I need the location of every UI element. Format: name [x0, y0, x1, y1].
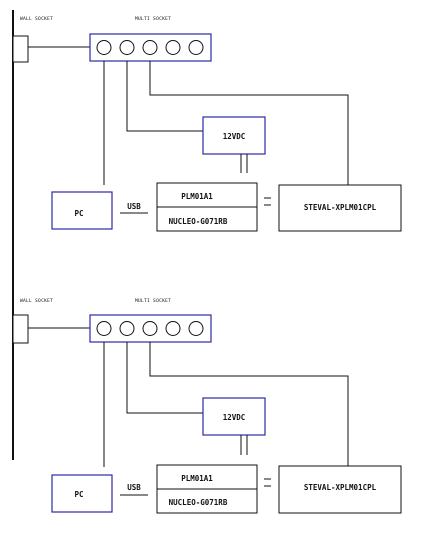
board-bottom-label: NUCLEO-G071RB	[169, 498, 228, 507]
usb-label: USB	[127, 202, 141, 211]
socket-outlet	[119, 40, 135, 55]
socket-outlet	[165, 321, 181, 336]
board-stack: PLM01A1 NUCLEO-G071RB	[156, 464, 258, 514]
psu-label: 12VDC	[223, 132, 246, 141]
powerline-link	[264, 197, 271, 206]
eval-power-wire	[149, 61, 349, 185]
socket-outlet	[96, 321, 112, 336]
pc-box: PC	[51, 474, 113, 513]
eval-box: STEVAL-XPLM01CPL	[278, 184, 402, 232]
psu-power-wire	[126, 342, 203, 414]
powerline-link	[264, 478, 271, 487]
eval-box: STEVAL-XPLM01CPL	[278, 465, 402, 514]
pc-label: PC	[74, 209, 83, 218]
diagram-1: WALL SOCKET MULTI SOCKET 12VDC PC USB	[12, 16, 402, 232]
pc-label: PC	[74, 490, 83, 499]
psu-label: 12VDC	[223, 413, 246, 422]
multi-socket	[89, 33, 212, 62]
socket-outlet	[142, 40, 158, 55]
multi-socket-label: MULTI SOCKET	[135, 16, 171, 22]
psu-power-wire	[126, 61, 203, 132]
usb-label: USB	[127, 483, 141, 492]
wall-socket-label: WALL SOCKET	[20, 16, 53, 22]
eval-label: STEVAL-XPLM01CPL	[304, 483, 377, 492]
socket-outlet	[119, 321, 135, 336]
wall-socket-label: WALL SOCKET	[20, 298, 53, 304]
multi-socket-label: MULTI SOCKET	[135, 298, 171, 304]
psu-box: 12VDC	[202, 397, 266, 436]
wall-socket	[12, 314, 29, 344]
socket-outlet	[96, 40, 112, 55]
socket-outlet	[188, 321, 204, 336]
board-top-label: PLM01A1	[181, 192, 213, 201]
eval-power-wire	[149, 342, 349, 466]
board-stack: PLM01A1 NUCLEO-G071RB	[156, 182, 258, 232]
eval-label: STEVAL-XPLM01CPL	[304, 203, 377, 212]
multi-socket	[89, 314, 212, 343]
board-top-label: PLM01A1	[181, 474, 213, 483]
pc-box: PC	[51, 191, 113, 230]
socket-outlet	[165, 40, 181, 55]
wall-socket	[12, 35, 29, 63]
psu-box: 12VDC	[202, 116, 266, 155]
diagram-2: WALL SOCKET MULTI SOCKET 12VDC PC USB	[12, 298, 402, 514]
socket-outlet	[188, 40, 204, 55]
socket-outlet	[142, 321, 158, 336]
board-bottom-label: NUCLEO-G071RB	[169, 217, 228, 226]
